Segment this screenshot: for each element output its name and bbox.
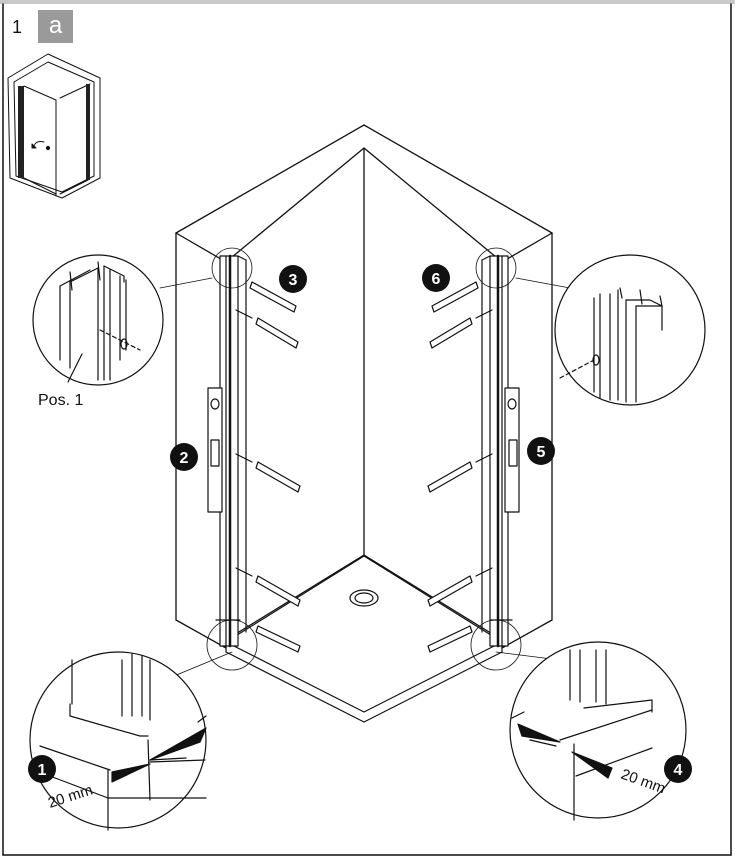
detail-gap-bottom-left [29, 651, 207, 831]
callout-6-label: 6 [432, 271, 441, 288]
callout-6: 6 [422, 264, 450, 292]
detail-gap-bottom-right [509, 641, 687, 821]
highlight-circles [159, 247, 571, 677]
spirit-level-right [504, 387, 520, 513]
page-border [2, 3, 732, 856]
position-label: Pos. 1 [38, 392, 83, 409]
spirit-level-left [207, 387, 223, 513]
shower-tray [225, 555, 503, 723]
right-wall-profile [481, 254, 513, 648]
callout-4-label: 4 [674, 762, 683, 779]
callout-1-label: 1 [38, 762, 47, 779]
drill-marks-left [235, 281, 301, 653]
callout-5: 5 [527, 437, 555, 465]
overview-thumbnail [7, 53, 101, 199]
callout-1: 1 [28, 755, 56, 783]
callout-3: 3 [279, 265, 307, 293]
step-letter-badge: a [38, 10, 73, 43]
detail-profile-top-left [32, 254, 164, 386]
detail-profile-top-right [554, 254, 706, 406]
drill-marks-right [427, 281, 493, 653]
callout-2-label: 2 [180, 450, 189, 467]
callout-3-label: 3 [289, 272, 298, 289]
page-top-bar [0, 0, 735, 4]
callout-5-label: 5 [537, 444, 546, 461]
callout-2: 2 [170, 443, 198, 471]
step-number: 1 [12, 17, 23, 37]
callout-4: 4 [664, 755, 692, 783]
